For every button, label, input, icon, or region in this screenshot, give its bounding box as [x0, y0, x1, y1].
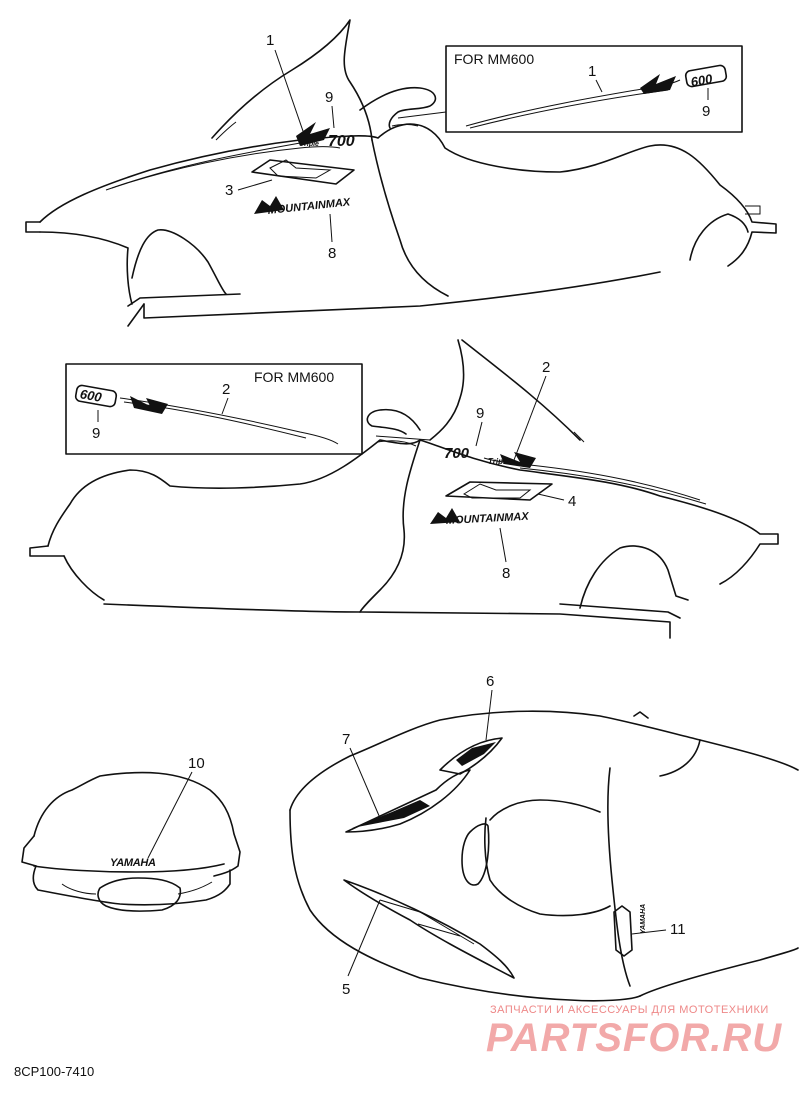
callout-10: 10 [188, 755, 205, 772]
windshield-outline [211, 19, 373, 141]
triple-decal-middle: Triple [488, 457, 510, 466]
logo-decal-4 [445, 481, 553, 501]
sled-right-side-view: 700 Triple MOUNTAINMAX 2 9 4 8 [29, 339, 779, 639]
stripe-decal-1 [105, 122, 341, 191]
callout-9-inset: 9 [702, 103, 710, 120]
tag-decal-11: YAMAHA [613, 904, 647, 957]
hood-outline-right [47, 439, 779, 585]
callout-3-top: 3 [225, 182, 233, 199]
handlebar-right [366, 408, 421, 435]
headlight-front [97, 877, 182, 912]
callout-1-inset: 1 [588, 63, 596, 80]
callout-11: 11 [670, 921, 686, 938]
callout-9-top: 9 [325, 89, 333, 106]
handlebar [359, 86, 437, 129]
callout-2-middle: 2 [542, 359, 550, 376]
triple-decal-top: Triple [300, 141, 319, 148]
callout-5: 5 [342, 981, 350, 998]
sled-left-side-view: 700 Triple MOUNTAINMAX 1 9 3 8 [25, 19, 777, 327]
logo-decal-3 [251, 159, 355, 185]
model-600-decal-middle: 600 [79, 386, 104, 405]
hood-top-outline [289, 710, 799, 811]
callout-8-middle: 8 [502, 565, 510, 582]
callout-9-inset-middle: 9 [92, 425, 100, 442]
inset-label-middle: FOR MM600 [254, 369, 334, 385]
inset-frame-top [445, 45, 743, 133]
callout-6: 6 [486, 673, 494, 690]
windshield-front-view: YAMAHA 10 [21, 755, 241, 912]
front-ski [127, 293, 241, 327]
mountainmax-decal-top: MOUNTAINMAX [254, 196, 351, 217]
callout-9-middle: 9 [476, 405, 484, 422]
stripe-decal-2 [483, 452, 707, 505]
inset-box-middle: FOR MM600 600 2 9 [65, 363, 363, 455]
callout-2-inset: 2 [222, 381, 230, 398]
inset-frame-middle [65, 363, 363, 455]
svg-text:MOUNTAINMAX: MOUNTAINMAX [446, 511, 530, 527]
watermark-tagline: ЗАПЧАСТИ И АКСЕССУАРЫ ДЛЯ МОТОТЕХНИКИ [490, 1004, 769, 1016]
inset-box-top: FOR MM600 600 1 9 [397, 45, 743, 133]
inset-label-top: FOR MM600 [454, 51, 534, 67]
part-code: 8CP100-7410 [14, 1064, 95, 1079]
callout-1-top: 1 [266, 32, 274, 49]
hood-decal-5 [343, 879, 515, 979]
model-700-decal-top: 700 [328, 133, 355, 150]
callout-8-top: 8 [328, 245, 336, 262]
svg-text:MOUNTAINMAX: MOUNTAINMAX [267, 196, 351, 217]
hood-outline [39, 123, 777, 267]
windshield-outline-right [429, 339, 581, 441]
sled-top-view: YAMAHA 6 7 5 11 [289, 673, 799, 1002]
front-ski-right [103, 603, 671, 639]
hood-decal-7 [345, 769, 471, 833]
svg-text:YAMAHA: YAMAHA [640, 904, 647, 934]
yamaha-windshield-decal: YAMAHA [110, 857, 156, 869]
model-700-decal-middle: 700 [444, 445, 470, 462]
hood-decal-6 [439, 737, 503, 775]
callout-4-middle: 4 [568, 493, 576, 510]
model-600-decal-top: 600 [690, 71, 715, 90]
front-scoop [484, 817, 611, 917]
mountainmax-decal-middle: MOUNTAINMAX [430, 508, 530, 527]
watermark-brand: PARTSFOR.RU [486, 1016, 783, 1060]
windshield-front-outline [33, 771, 241, 877]
callout-7: 7 [342, 731, 350, 748]
